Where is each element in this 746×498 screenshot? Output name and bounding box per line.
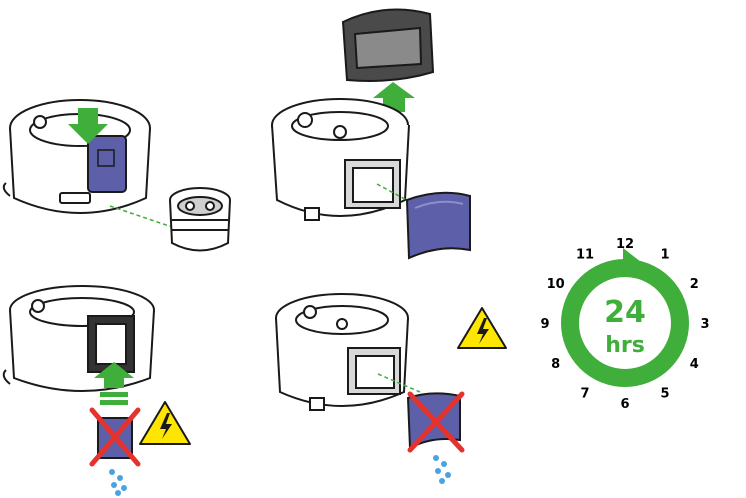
clock-arrow-icon [623, 248, 641, 276]
clock-number: 2 [690, 277, 699, 292]
clock-center-unit: hrs [605, 333, 645, 358]
green-arrow-icon [94, 362, 134, 405]
robot-filter-wash-warning-illustration [275, 293, 507, 484]
pre-filter-icon [341, 8, 435, 82]
robot-wash-warning-illustration [2, 285, 191, 496]
green-arrow-icon [68, 108, 108, 144]
clock-number: 3 [700, 317, 709, 332]
clock-number: 9 [540, 317, 549, 332]
filter-icon [405, 191, 471, 260]
robot-vacuum-icon [2, 99, 151, 214]
bin-icon [87, 135, 127, 193]
clock-number: 12 [616, 237, 634, 252]
robot-vacuum-icon [271, 98, 410, 221]
warning-triangle-icon [139, 401, 191, 445]
robot-vacuum-icon [275, 293, 409, 411]
robot-vacuum-icon [2, 285, 155, 392]
warning-triangle-icon [457, 307, 507, 349]
clock-center-number: 24 [604, 295, 646, 330]
clock-number: 4 [690, 357, 699, 372]
water-drops-icon [109, 469, 127, 496]
step-remove-filters [265, 0, 505, 265]
cross-red-icon [407, 391, 465, 453]
step-do-not-wash-bin [0, 280, 260, 498]
clock-number: 11 [576, 248, 594, 263]
detached-bin-icon [169, 187, 231, 252]
step-do-not-wash-filter [270, 280, 530, 498]
water-drops-icon [433, 455, 451, 484]
cross-red-icon [89, 407, 141, 467]
clock-number: 1 [660, 248, 669, 263]
robot-bin-illustration [2, 99, 231, 252]
clock-number: 5 [660, 386, 669, 401]
step-remove-bin [0, 88, 260, 268]
robot-filter-illustration [271, 8, 471, 260]
clock-number: 8 [551, 357, 560, 372]
clock-number: 7 [580, 386, 589, 401]
clock-number: 10 [547, 277, 565, 292]
clock-number: 6 [620, 397, 629, 412]
